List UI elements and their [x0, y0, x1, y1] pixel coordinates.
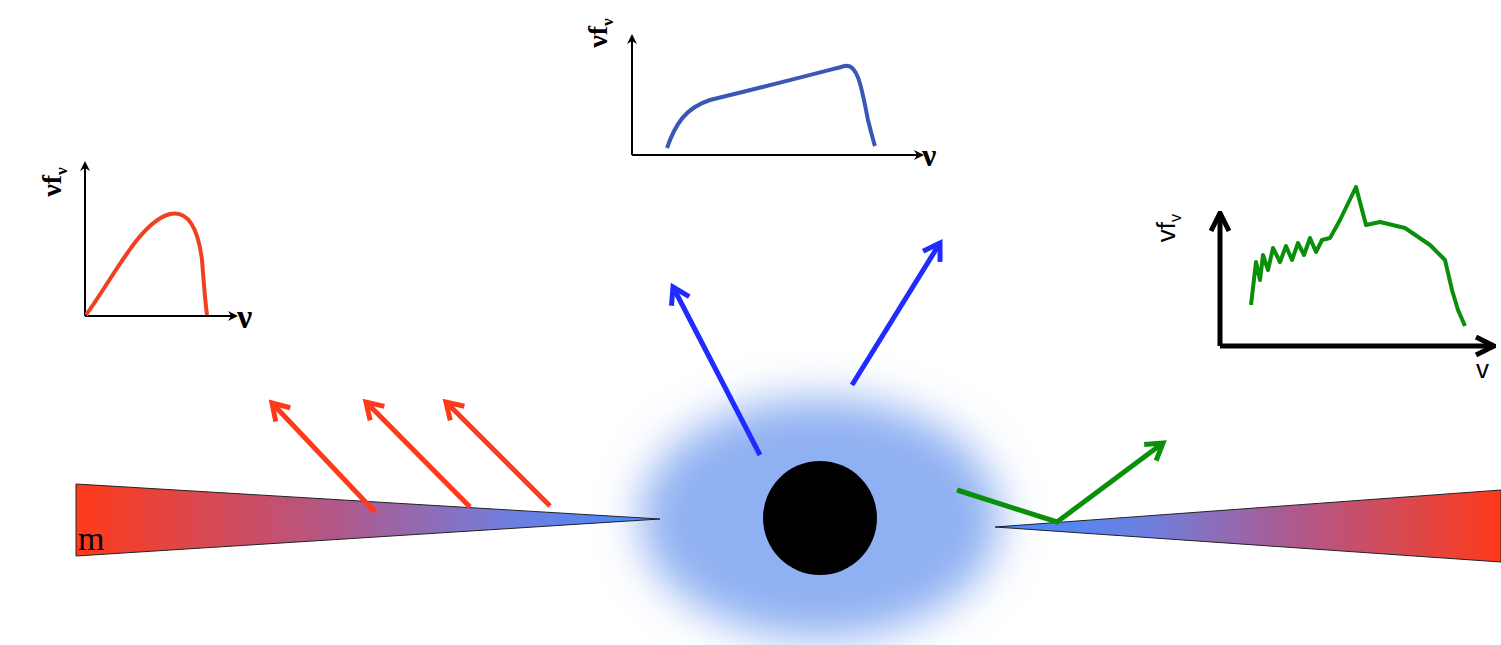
axis-label: vfv: [1153, 214, 1179, 242]
axis-label: vf: [1151, 222, 1181, 242]
axis-subscript: ν: [598, 18, 617, 26]
axis-subscript: v: [1166, 214, 1184, 222]
axis-label: νf: [582, 26, 613, 48]
axis-label: ν: [237, 300, 252, 334]
axis-label: v: [1476, 356, 1489, 382]
edge-text: m: [78, 522, 104, 556]
axis-label: νf: [36, 175, 67, 197]
axis-subscript: ν: [52, 167, 71, 175]
axis-label: νfν: [38, 167, 66, 197]
axis-label: νfν: [584, 18, 612, 48]
axis-label: ν: [922, 139, 936, 171]
